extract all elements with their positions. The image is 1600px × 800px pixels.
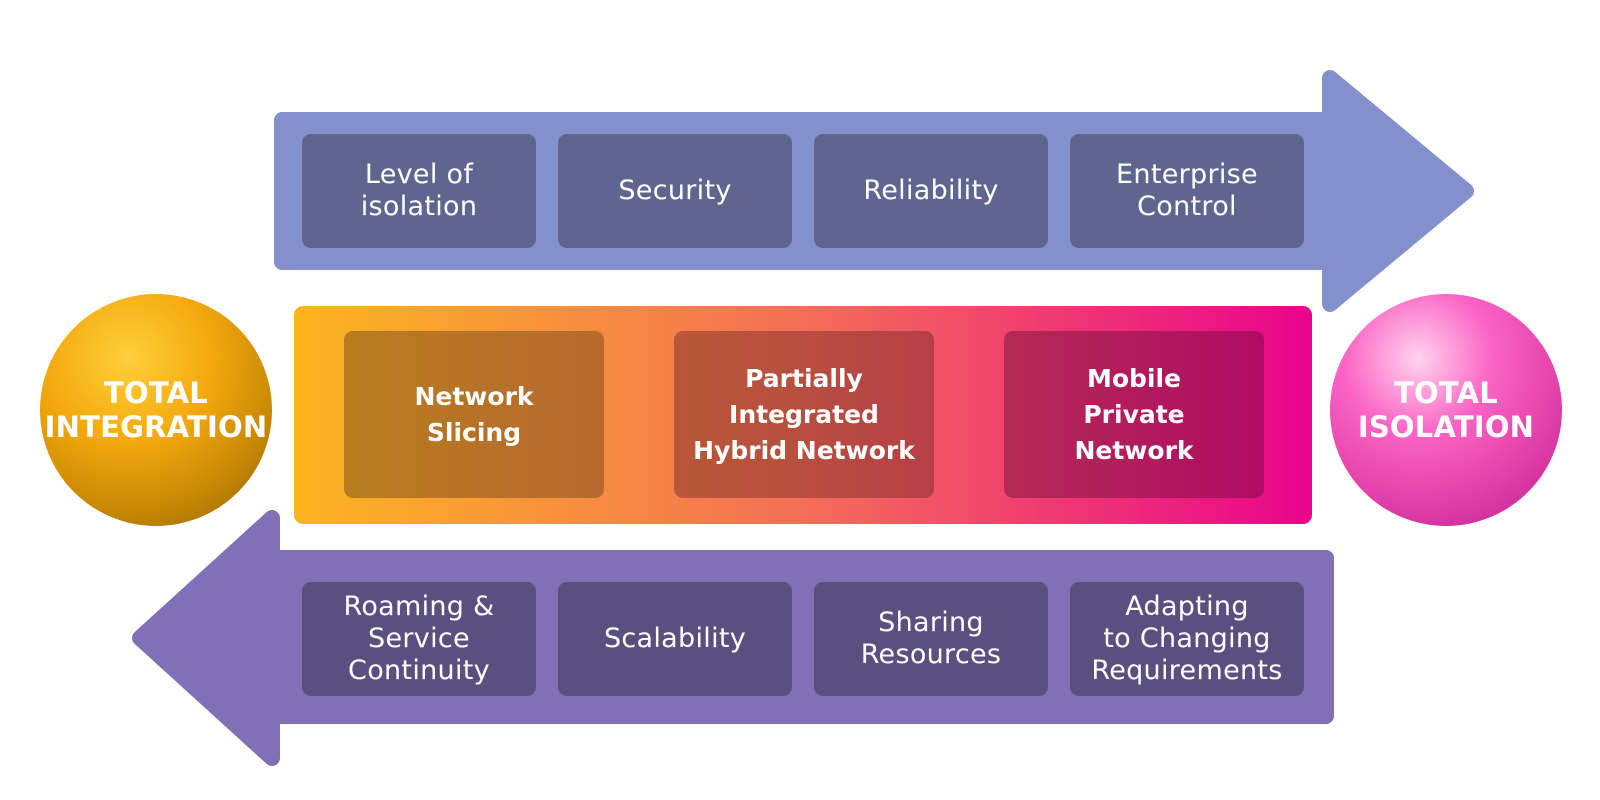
attribute-box-reliability: Reliability xyxy=(814,134,1048,248)
attribute-box-adapting-requirements: Adapting to Changing Requirements xyxy=(1070,582,1304,696)
total-integration-sphere: TOTAL INTEGRATION xyxy=(40,294,272,526)
attribute-box-scalability: Scalability xyxy=(558,582,792,696)
network-box-mobile-private-network: Mobile Private Network xyxy=(1004,331,1264,498)
attribute-box-security: Security xyxy=(558,134,792,248)
total-isolation-sphere: TOTAL ISOLATION xyxy=(1330,294,1562,526)
attribute-box-sharing-resources: Sharing Resources xyxy=(814,582,1048,696)
network-box-hybrid-network: Partially Integrated Hybrid Network xyxy=(674,331,934,498)
attribute-box-roaming-service-continuity: Roaming & Service Continuity xyxy=(302,582,536,696)
attribute-box-level-of-isolation: Level of isolation xyxy=(302,134,536,248)
attribute-box-enterprise-control: Enterprise Control xyxy=(1070,134,1304,248)
gradient-bar xyxy=(294,306,1312,524)
network-box-network-slicing: Network Slicing xyxy=(344,331,604,498)
